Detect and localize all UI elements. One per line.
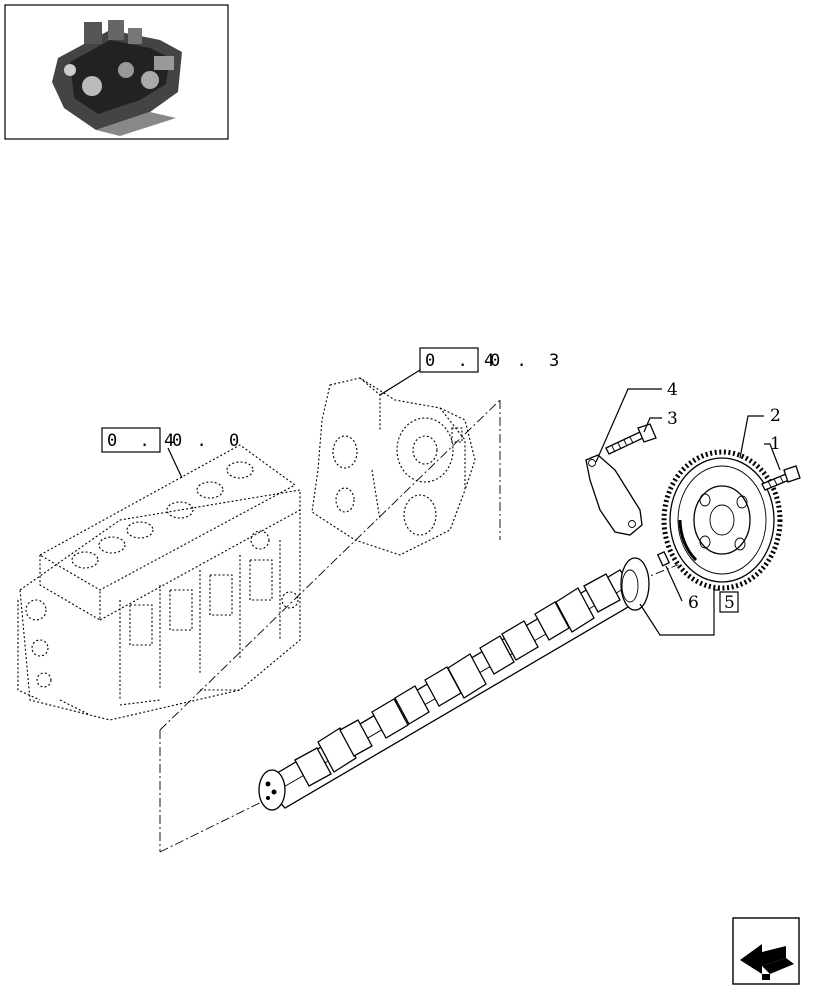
camshaft-flange bbox=[620, 557, 650, 611]
camshaft-lobes bbox=[294, 573, 621, 787]
leader-lines bbox=[167, 369, 781, 636]
engine-thumbnail bbox=[4, 4, 229, 140]
callout-6[interactable]: 6 bbox=[688, 593, 699, 613]
callout-5[interactable]: 5 bbox=[719, 591, 739, 613]
svg-text:4 . 0: 4 . 0 bbox=[164, 431, 245, 451]
camshaft bbox=[258, 557, 650, 811]
engine-block bbox=[17, 444, 301, 721]
thrust-plate bbox=[585, 454, 643, 536]
engine-thumbnail-icon bbox=[52, 20, 182, 136]
callout-3[interactable]: 3 bbox=[667, 409, 678, 429]
next-page-arrow-icon[interactable] bbox=[732, 917, 800, 985]
camshaft-gear bbox=[661, 449, 783, 591]
svg-text:4 . 3: 4 . 3 bbox=[484, 351, 565, 371]
svg-text:0 . 0: 0 . 0 bbox=[107, 431, 188, 451]
bolt-3 bbox=[605, 423, 657, 455]
bolt-1 bbox=[761, 465, 801, 491]
svg-text:0 . 0: 0 . 0 bbox=[425, 351, 506, 371]
dowel-pin bbox=[656, 551, 671, 567]
ref-timing-cover[interactable]: 0 . 0 4 . 3 bbox=[419, 347, 565, 373]
callout-4[interactable]: 4 bbox=[667, 380, 678, 400]
cylinder-bores bbox=[71, 461, 254, 569]
svg-text:5: 5 bbox=[724, 593, 735, 613]
camshaft-front-end bbox=[258, 769, 286, 811]
timing-cover bbox=[311, 377, 476, 556]
callout-2[interactable]: 2 bbox=[770, 406, 781, 426]
ref-crankcase[interactable]: 0 . 0 4 . 0 bbox=[101, 427, 245, 453]
callout-1[interactable]: 1 bbox=[770, 434, 781, 454]
